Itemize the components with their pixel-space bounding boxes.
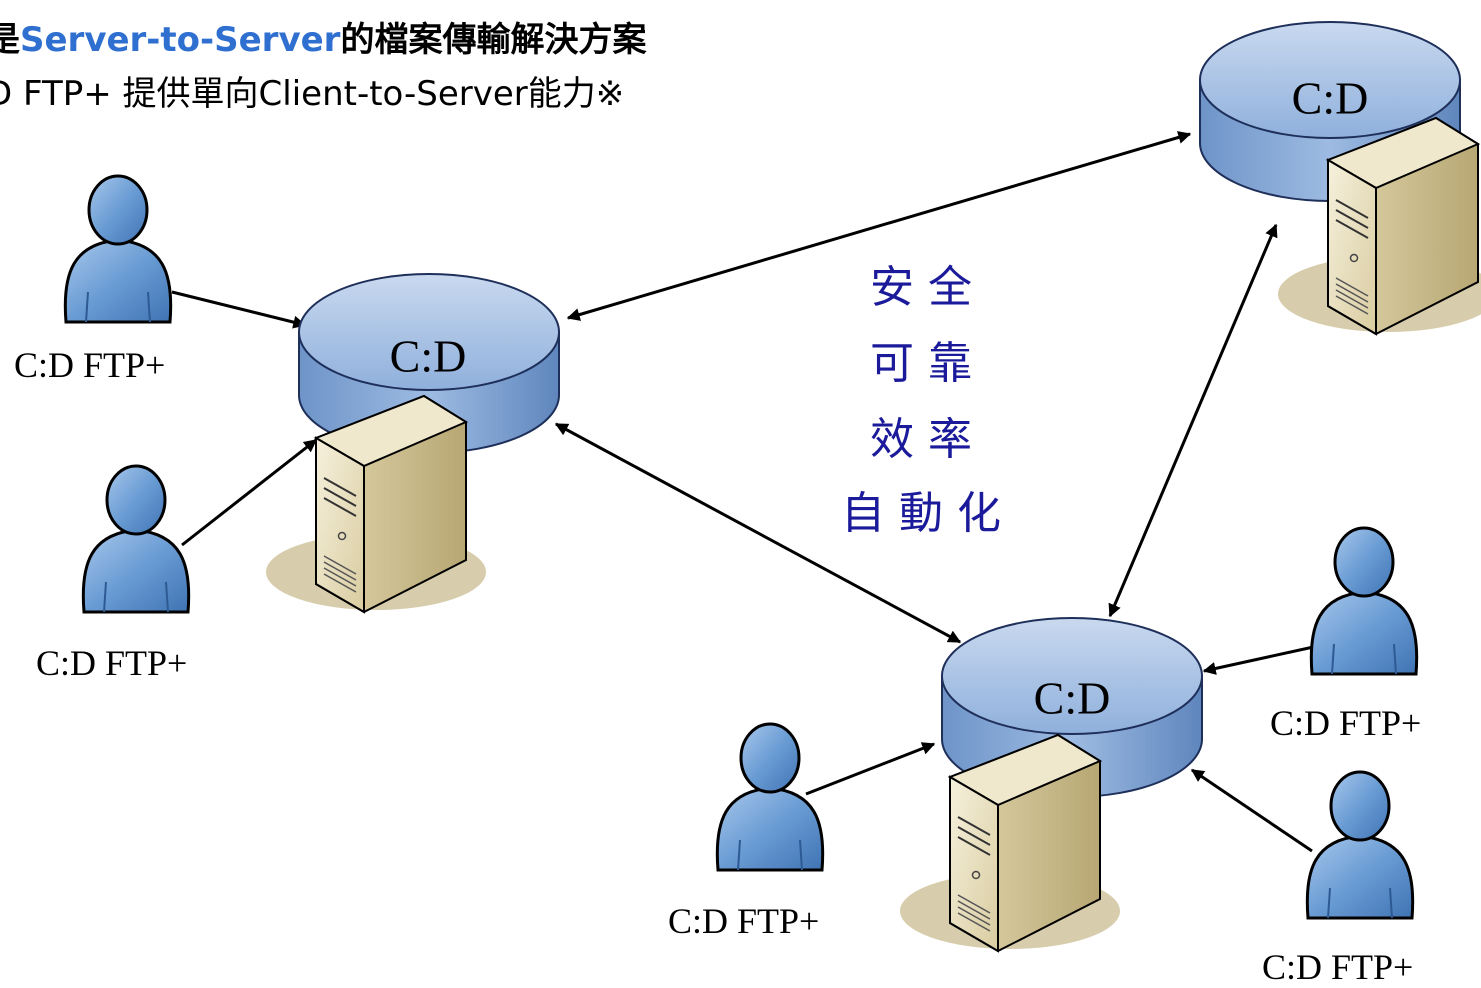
client-label-right-mid: C:D FTP+ — [1270, 703, 1422, 743]
node-label-bottom: C:D — [1033, 672, 1111, 724]
person-icon-right-bottom — [1305, 770, 1415, 920]
link-righttop-bottom — [1108, 223, 1278, 618]
quality-efficiency: 效率 — [870, 414, 986, 465]
person-icon-left-bottom — [81, 464, 191, 614]
link-client-right-bottom — [1190, 768, 1313, 853]
client-label-right-bottom: C:D FTP+ — [1262, 947, 1414, 987]
client-label-bottom-left: C:D FTP+ — [668, 901, 820, 941]
client-label-left-top: C:D FTP+ — [14, 345, 166, 385]
quality-automation: 自動化 — [841, 488, 1015, 539]
link-center-bottom — [554, 422, 962, 644]
link-center-righttop — [566, 131, 1192, 321]
node-label-center: C:D — [389, 330, 467, 382]
person-icon-right-mid — [1309, 526, 1419, 676]
link-client-left-bottom — [181, 438, 318, 547]
connections — [171, 131, 1319, 853]
header-line-2: D FTP+ 提供單向Client-to-Server能力※ — [0, 74, 625, 114]
server-icon-center — [265, 395, 487, 613]
quality-reliability: 可靠 — [870, 338, 986, 389]
header-line-1: 是Server-to-Server的檔案傳輸解決方案 — [0, 12, 646, 61]
server-icon-bottom — [899, 734, 1121, 952]
quality-security: 安全 — [870, 262, 986, 313]
person-icon-bottom-left — [715, 722, 825, 872]
link-client-right-mid — [1202, 644, 1319, 675]
header-suffix: 的檔案傳輸解決方案 — [340, 20, 647, 60]
header-prefix: 是 — [0, 20, 20, 60]
person-icon-left-top — [63, 174, 173, 324]
link-client-left-top — [171, 290, 307, 329]
link-client-bottom-left — [805, 742, 936, 796]
node-label-right-top: C:D — [1291, 72, 1369, 124]
header-highlight: Server-to-Server — [20, 20, 341, 60]
client-label-left-bottom: C:D FTP+ — [36, 643, 188, 683]
